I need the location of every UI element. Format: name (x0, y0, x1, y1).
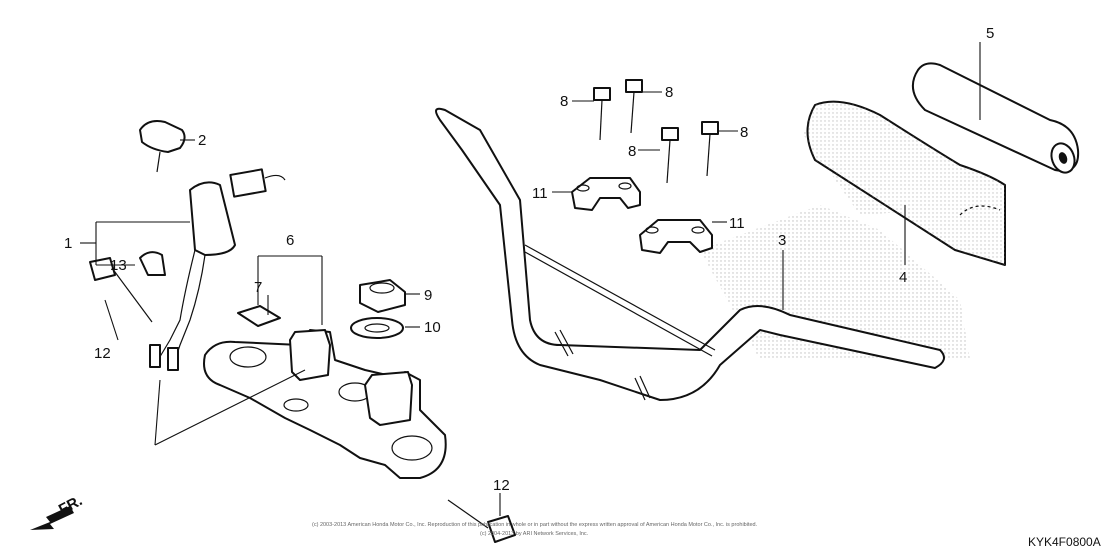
washer (350, 317, 404, 339)
callout-7: 7 (254, 279, 262, 296)
callout-labels: 5 2 1 13 6 7 9 10 12 12 3 4 11 11 8 8 8 … (64, 25, 994, 494)
callout-8-a: 8 (560, 93, 568, 110)
callout-13: 13 (110, 257, 127, 274)
callout-6: 6 (286, 232, 294, 249)
callout-12-right: 12 (493, 477, 510, 494)
callout-5: 5 (986, 25, 994, 42)
diagram-code: KYK4F0800A (1028, 535, 1101, 549)
callout-11-upper: 11 (532, 185, 548, 202)
bolt (625, 79, 643, 134)
callout-8-c: 8 (628, 143, 636, 160)
callout-8-b: 8 (665, 84, 673, 101)
callout-3: 3 (778, 232, 786, 249)
callout-12-left: 12 (94, 345, 111, 362)
bolt (701, 121, 719, 177)
cable-clip (139, 251, 166, 276)
bolt (661, 127, 679, 184)
top-bridge (203, 329, 447, 479)
callout-2: 2 (198, 132, 206, 149)
ignition-switch (149, 168, 286, 371)
callout-4: 4 (899, 269, 907, 286)
handlebar-holder-lower (639, 219, 713, 254)
callout-9: 9 (424, 287, 432, 304)
bolt-left (89, 257, 153, 323)
copyright-line-2: (c) 2004-2013 by ARI Network Services, I… (480, 531, 589, 537)
bolt (593, 87, 611, 141)
leader-lines (80, 42, 981, 516)
callout-1: 1 (64, 235, 72, 252)
grip (911, 62, 1080, 174)
front-direction-arrow: FR. (30, 492, 85, 530)
bolt-set (593, 79, 719, 184)
callout-11-lower: 11 (729, 215, 745, 232)
callout-8-d: 8 (740, 124, 748, 141)
stem-nut (359, 279, 406, 313)
ignition-key (139, 120, 186, 173)
bolt-right (447, 499, 516, 543)
handlebar-holder-upper (571, 177, 641, 211)
rubber-pad (237, 305, 281, 327)
callout-10: 10 (424, 319, 441, 336)
handlebar (435, 107, 945, 401)
handlebar-pad (806, 100, 1006, 266)
copyright-line-1: (c) 2003-2013 American Honda Motor Co., … (312, 522, 758, 528)
